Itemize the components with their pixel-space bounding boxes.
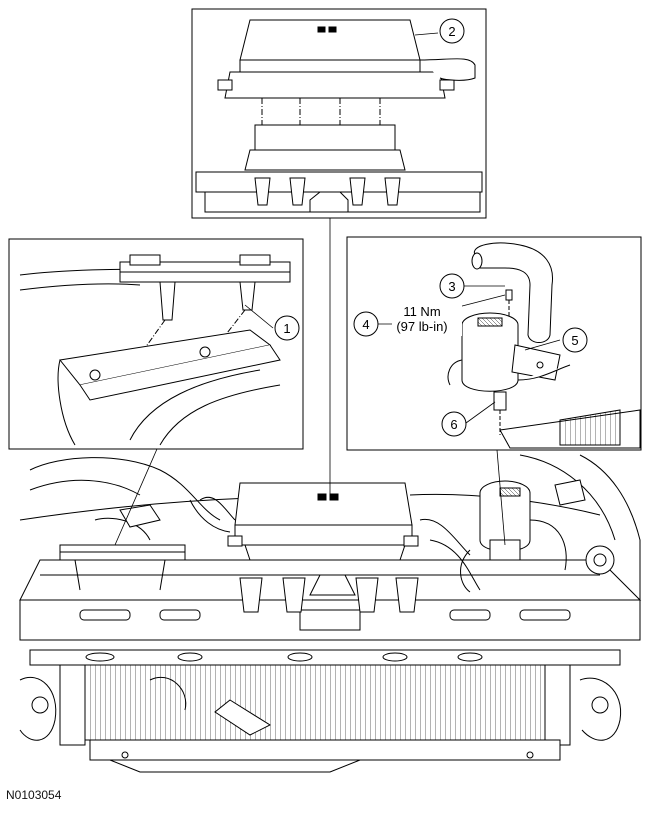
callout-3-label: 3 (448, 279, 455, 294)
main-vehicle-view (19, 454, 642, 773)
reservoir-inset (346, 236, 642, 451)
callout-5: 5 (562, 327, 588, 353)
callout-2: 2 (439, 18, 465, 44)
callout-1-label: 1 (283, 321, 290, 336)
callout-4: 4 (353, 311, 379, 337)
figure-id: N0103054 (6, 788, 62, 802)
callout-5-label: 5 (571, 333, 578, 348)
torque-imperial: (97 lb-in) (396, 319, 447, 334)
callout-4-label: 4 (362, 317, 369, 332)
torque-metric: 11 Nm (403, 304, 440, 319)
fuse-box-inset (191, 8, 487, 219)
callout-3: 3 (439, 273, 465, 299)
callout-6: 6 (441, 411, 467, 437)
callout-6-label: 6 (450, 417, 457, 432)
callout-2-label: 2 (448, 24, 455, 39)
bracket-inset (8, 238, 304, 450)
torque-spec: 11 Nm (97 lb-in) (392, 302, 462, 336)
callout-1: 1 (274, 315, 300, 341)
